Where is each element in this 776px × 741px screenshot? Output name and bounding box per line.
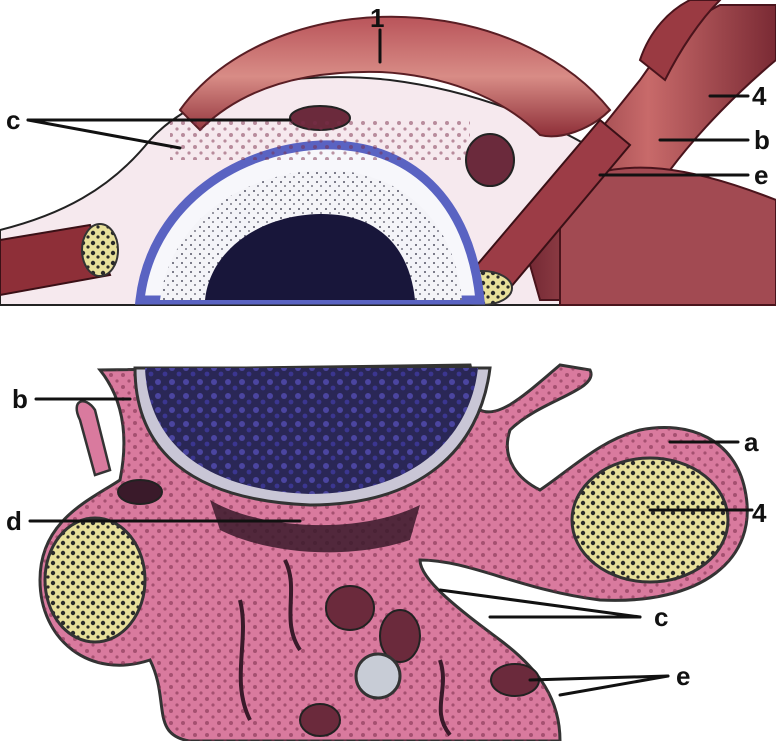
top-panel — [0, 0, 776, 305]
label-bottom-b: b — [12, 384, 28, 414]
sarcoplasm-dots-top — [170, 120, 470, 160]
label-top-4: 4 — [752, 81, 767, 111]
label-bottom-e: e — [676, 661, 690, 691]
label-bottom-4: 4 — [752, 498, 767, 528]
cytoplasm-process-left — [77, 401, 110, 475]
mitochondrion-bottom-2 — [326, 586, 374, 630]
bottom-panel — [40, 365, 747, 741]
label-top-e: e — [754, 160, 768, 190]
label-bottom-d: d — [6, 506, 22, 536]
mitochondrion-top-2 — [466, 134, 514, 186]
mitochondrion-bottom-1 — [118, 480, 162, 504]
label-top-c: c — [6, 105, 20, 135]
mitochondrion-bottom-5 — [300, 704, 340, 736]
axon-terminal-right — [572, 458, 728, 582]
label-top-b: b — [754, 125, 770, 155]
left-nerve-end — [82, 224, 118, 276]
label-bottom-a: a — [744, 427, 759, 457]
vacuole — [356, 654, 400, 698]
label-top-1: 1 — [370, 3, 384, 33]
label-bottom-c: c — [654, 602, 668, 632]
axon-terminal-left — [45, 518, 145, 642]
